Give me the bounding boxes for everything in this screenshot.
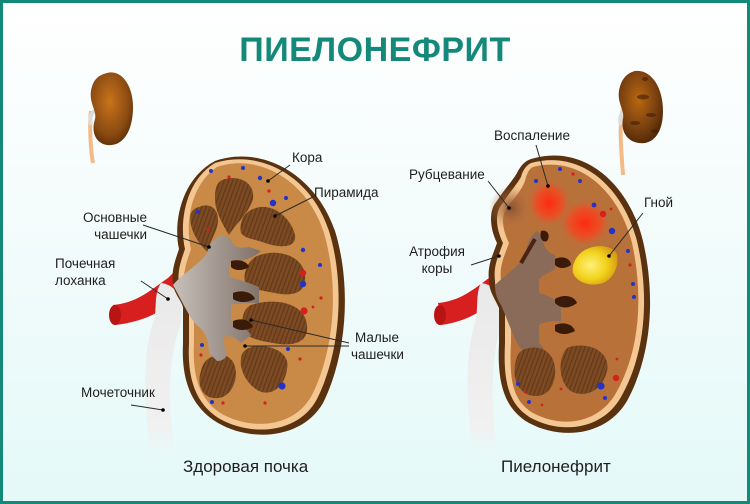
label-renal-pelvis-line1: Почечная: [55, 256, 116, 271]
label-minor-calyces-line1: Малые: [355, 330, 399, 345]
label-cortex-atrophy: Атрофия коры: [407, 243, 467, 277]
healthy-kidney-cross-section: [109, 156, 350, 453]
label-pyramid: Пирамида: [314, 185, 379, 200]
small-healthy-kidney-icon: [88, 72, 133, 164]
label-cortex: Кора: [292, 150, 323, 165]
kidney-illustration: [88, 70, 663, 453]
label-renal-pelvis-line2: лоханка: [55, 273, 106, 288]
pyelonephritis-kidney-cross-section: [434, 144, 651, 453]
small-diseased-kidney-icon: [618, 70, 663, 176]
caption-pyelonephritis: Пиелонефрит: [501, 457, 611, 476]
label-ureter: Мочеточник: [81, 385, 155, 400]
label-major-calyces-line1: Основные: [82, 210, 147, 225]
page-title: ПИЕЛОНЕФРИТ: [239, 31, 511, 69]
label-inflammation: Воспаление: [494, 128, 570, 143]
label-pus: Гной: [644, 195, 674, 210]
label-renal-pelvis: Почечная лоханка: [55, 255, 115, 289]
label-minor-calyces: Малые чашечки: [351, 329, 404, 363]
caption-healthy-kidney: Здоровая почка: [183, 457, 309, 476]
label-major-calyces-line2: чашечки: [94, 227, 147, 242]
label-major-calyces: Основные чашечки: [67, 209, 147, 243]
label-minor-calyces-line2: чашечки: [351, 347, 404, 362]
label-cortex-atrophy-line2: коры: [421, 261, 453, 276]
label-scarring: Рубцевание: [409, 167, 485, 182]
label-cortex-atrophy-line1: Атрофия: [409, 244, 465, 259]
